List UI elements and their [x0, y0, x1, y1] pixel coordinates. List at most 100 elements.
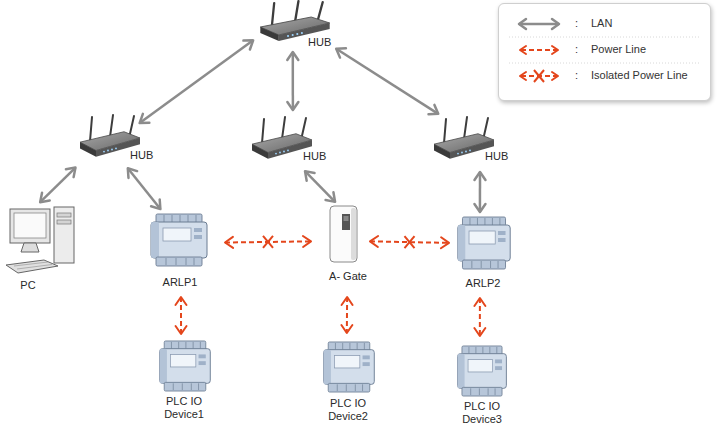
arrow-head [176, 326, 187, 334]
lan-connector [128, 168, 161, 209]
io-module-icon [148, 213, 210, 267]
hub-router-icon-part [461, 152, 463, 154]
io-module-icon-part [173, 383, 174, 390]
gateway-icon-part [344, 216, 349, 221]
device-label: A- Gate [313, 270, 383, 283]
io-module-icon-part [324, 350, 375, 385]
hub-router-icon-part [287, 149, 289, 151]
arrow-head [336, 48, 346, 57]
isolation-cross [404, 236, 414, 248]
io-module-icon-part [363, 355, 370, 359]
io-module-icon-part [492, 218, 493, 225]
io-module-icon-part [495, 388, 496, 395]
lan-connector [40, 168, 75, 203]
arrow-head [474, 298, 485, 306]
io-module-icon-part [496, 347, 497, 354]
connector-line [140, 40, 254, 123]
connector-line [40, 168, 75, 203]
io-module-icon-part [495, 366, 502, 370]
io-module-icon-part [490, 261, 491, 268]
io-module-icon [455, 216, 513, 270]
connector-line [336, 49, 438, 114]
device-node: HUB [250, 116, 314, 164]
io-module-icon-part [458, 354, 507, 389]
io-module-icon-part [498, 231, 505, 235]
device-label: HUB [130, 149, 170, 162]
hub-router-icon-part [302, 118, 306, 136]
device-node: A- Gate [327, 204, 361, 264]
isolated-sample-head [520, 72, 526, 80]
pc-icon-part [17, 265, 52, 270]
device-node: PC [4, 205, 78, 277]
io-module-icon-part [178, 342, 179, 349]
power-sample-head [520, 46, 526, 54]
power-sample-line [521, 49, 557, 51]
io-module-icon-part [194, 258, 195, 265]
arrow-head [303, 236, 311, 247]
arrow-head [474, 172, 485, 180]
hub-router-icon-part [457, 153, 459, 155]
arrow-head [66, 168, 76, 178]
device-node: HUB [78, 114, 142, 162]
lan-sample-head [519, 19, 526, 29]
io-module-icon [321, 341, 377, 393]
hub-router-icon-part [110, 115, 113, 137]
io-module-icon-part [172, 215, 173, 222]
hub-router-icon-part [295, 1, 298, 22]
io-module-icon-part [470, 388, 471, 395]
legend-text: Isolated Power Line [591, 69, 688, 82]
hub-router-icon-part [275, 153, 277, 155]
io-module-icon [157, 340, 213, 392]
device-label: ARLP1 [150, 276, 210, 289]
io-module-icon-part [160, 349, 211, 384]
hub-router-icon-part [484, 118, 488, 136]
io-module-icon-part [194, 235, 202, 239]
io-module-icon-part [194, 228, 202, 232]
lan-connector [140, 40, 254, 123]
lan-connector [336, 48, 438, 114]
gateway-icon-part [342, 214, 350, 230]
pc-icon-part [57, 213, 71, 217]
hub-router-icon-part [444, 119, 446, 143]
isolated-sample [520, 70, 558, 82]
io-module-icon-part [160, 349, 167, 384]
io-module-icon-part [489, 347, 490, 354]
arrow-head [474, 328, 485, 336]
lan-sample-head [552, 19, 559, 29]
device-label: PC [8, 279, 48, 292]
io-module-icon-part [495, 359, 502, 363]
lan-connector [305, 171, 335, 202]
hub-router-icon-part [296, 33, 298, 35]
io-module-icon-part [188, 215, 189, 222]
io-module-icon-part [182, 383, 183, 390]
lan-connector [474, 172, 485, 212]
io-module-icon-part [471, 261, 472, 268]
device-label: HUB [485, 150, 525, 163]
connector-line [292, 52, 295, 110]
arrow-head [342, 297, 353, 305]
io-module-icon-part [163, 228, 191, 241]
gateway-icon-part [330, 206, 357, 262]
isolation-cross [534, 70, 544, 82]
device-node: HUB [258, 0, 332, 46]
io-module-icon-part [342, 343, 343, 350]
hub-router-icon-part [318, 2, 323, 19]
connector-line [305, 171, 335, 202]
io-module-icon-part [166, 258, 167, 265]
arrow-head [175, 297, 186, 305]
io-module-icon-part [324, 350, 331, 385]
pc-icon-part [57, 220, 71, 224]
isolation-cross [534, 70, 544, 82]
io-module-icon-part [488, 388, 489, 395]
io-module-icon-part [337, 384, 338, 391]
io-module-icon-part [458, 354, 465, 389]
device-node: ARLP1 [148, 213, 210, 267]
io-module-icon-part [362, 384, 363, 391]
gateway-icon-part [351, 208, 356, 260]
power-line-connector [474, 298, 485, 336]
io-module-icon-part [346, 384, 347, 391]
pc-icon-part [14, 213, 46, 238]
io-module-icon-part [171, 354, 196, 367]
arrow-head [474, 204, 485, 212]
io-module-icon-part [200, 342, 201, 349]
